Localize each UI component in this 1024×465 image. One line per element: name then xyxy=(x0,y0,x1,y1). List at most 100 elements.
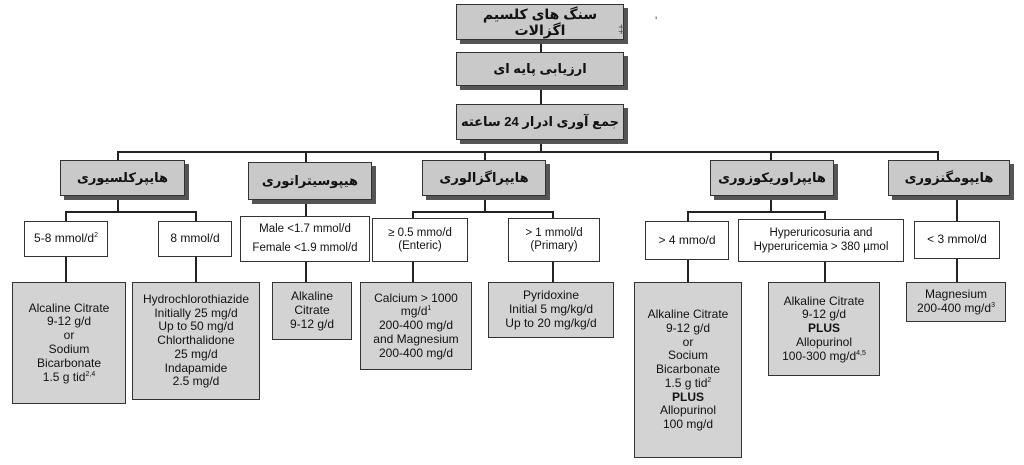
treatment-alkaline-citrate-allopurinol: Alkaline Citrate 9-12 g/d or Socium Bica… xyxy=(634,282,742,458)
treatment-ref: 2,4 xyxy=(85,370,96,378)
condition-citrate-male: Male <1.7 mmol/d xyxy=(259,222,351,235)
treatment-line: Sodium xyxy=(48,342,90,356)
condition-calc-5-8-ref: 2 xyxy=(94,232,98,240)
treatment-ref: 1 xyxy=(427,305,432,313)
treatment-ref: 4,5 xyxy=(856,349,866,357)
connector-calc8 xyxy=(195,211,197,221)
hypocitraturia-label: هیپوسیتراتوری xyxy=(261,172,359,188)
treatment-line-text: 1.5 g tid xyxy=(42,369,86,384)
condition-uric-hyper-line2: Hyperuricemia > 380 µmol xyxy=(753,240,889,253)
connector-uric-hyper-treat xyxy=(824,262,826,282)
treatment-line-text: 1.5 g tid xyxy=(664,375,708,390)
treatment-ref: 2 xyxy=(707,376,712,384)
treatment-line-plus: PLUS xyxy=(671,389,704,404)
connector-hypercalciuria-down xyxy=(117,196,119,212)
treatment-line: Citrate xyxy=(294,303,330,318)
treatment-citrate-plus-allopurinol: Alkaline Citrate 9-12 g/d PLUS Allopurin… xyxy=(768,282,880,376)
condition-calc-5-8: 5-8 mmol/d2 xyxy=(24,221,108,257)
connector-bus-hyperuricosuria xyxy=(770,151,772,160)
treatment-ref: 3 xyxy=(991,302,995,309)
treatment-line: Pyridoxine xyxy=(522,288,580,303)
treatment-line: 1.5 g tid2 xyxy=(664,375,712,391)
treatment-line: 9-12 g/d xyxy=(289,316,335,331)
condition-calc-8-value: 8 mmol/d xyxy=(170,231,220,246)
hypomagnesuria-label: هایپومگنزوری xyxy=(904,169,994,185)
treatment-line: Socium xyxy=(667,348,708,363)
treatment-alkaline-citrate-calc: Alcaline Citrate 9-12 g/d or Sodium Bica… xyxy=(12,282,126,404)
condition-oxal-primary-value: > 1 mmol/d xyxy=(525,226,583,239)
root-label: سنگ های کلسیم اگزالات xyxy=(482,5,598,38)
treatment-line: Alkaline Citrate xyxy=(647,306,729,321)
collection-node: جمع آوری ادرار 24 ساعته xyxy=(456,104,624,140)
treatment-line: Bicarbonate xyxy=(655,362,721,377)
treatment-line: Bicarbonate xyxy=(36,355,102,370)
connector-hypocitraturia-down xyxy=(305,200,307,216)
hypercalciuria-node: هایپرکلسیوری xyxy=(60,160,185,196)
condition-oxal-enteric: ≥ 0.5 mmo/d (Enteric) xyxy=(372,218,468,262)
connector-hypercalciuria-bus xyxy=(65,211,197,213)
treatment-calcium-magnesium: Calcium > 1000 mg/d1 200-400 mg/d and Ma… xyxy=(360,282,472,370)
condition-citrate: Male <1.7 mmol/d Female <1.9 mmol/d xyxy=(240,216,370,262)
treatment-line-text: mg/d xyxy=(400,304,428,319)
treatment-line: Alcaline Citrate xyxy=(28,300,110,315)
treatment-thiazides: Hydrochlorothiazide Initially 25 mg/d Up… xyxy=(132,282,260,400)
connector-bus-hypercalciuria xyxy=(117,151,119,160)
condition-citrate-female: Female <1.9 mmol/d xyxy=(252,242,358,254)
connector-root-eval xyxy=(540,40,542,52)
condition-oxal-enteric-value: ≥ 0.5 mmo/d xyxy=(388,226,452,239)
evaluation-label: ارزیابی پایه ای xyxy=(493,60,587,76)
treatment-line: Hydrochlorothiazide xyxy=(142,291,250,306)
treatment-line: or xyxy=(682,334,694,349)
hypocitraturia-node: هیپوسیتراتوری xyxy=(248,162,372,200)
connector-uric4 xyxy=(687,211,689,221)
treatment-line-text: 100-300 mg/d xyxy=(782,348,857,363)
connector-mag-treat xyxy=(956,259,958,282)
evaluation-node: ارزیابی پایه ای xyxy=(456,52,624,86)
condition-uric-hyper: Hyperuricosuria and Hyperuricemia > 380 … xyxy=(738,219,904,262)
condition-oxal-primary-type: (Primary) xyxy=(530,240,578,252)
treatment-line: Magnesium xyxy=(924,287,988,302)
treatment-line: 1.5 g tid2,4 xyxy=(42,369,96,385)
condition-oxal-primary: > 1 mmol/d (Primary) xyxy=(508,218,600,262)
treatment-line: 9-12 g/d xyxy=(665,320,711,335)
treatment-pyridoxine: Pyridoxine Initial 5 mg/kg/d Up to 20 mg… xyxy=(488,282,614,338)
treatment-alkaline-citrate-cit: Alkaline Citrate 9-12 g/d xyxy=(272,282,352,340)
treatment-line: 100 mg/d xyxy=(662,417,714,432)
hypercalciuria-label: هایپرکلسیوری xyxy=(76,169,169,185)
connector-oxal-primary-treat xyxy=(552,262,554,282)
treatment-line: and Magnesium xyxy=(373,331,459,346)
connector-hyperoxaluria-bus xyxy=(412,211,554,213)
treatment-line: 9-12 g/d xyxy=(46,314,92,329)
hyperoxaluria-node: هایپراگزالوری xyxy=(422,160,546,196)
treatment-line: 100-300 mg/d4,5 xyxy=(782,348,866,364)
treatment-line: 9-12 g/d xyxy=(801,307,847,322)
connector-hyperuricosuria-down xyxy=(770,196,772,212)
connector-calc58-treat xyxy=(65,257,67,282)
treatment-magnesium: Magnesium 200-400 mg/d3 xyxy=(906,282,1006,322)
connector-main-bus xyxy=(117,151,937,153)
treatment-line: Allopurinol xyxy=(795,334,853,349)
condition-uric-4-value: > 4 mmo/d xyxy=(658,232,716,247)
condition-uric-4: > 4 mmo/d xyxy=(645,221,729,260)
connector-hyperoxaluria-down xyxy=(484,196,486,212)
treatment-line: Alkaline xyxy=(290,289,334,304)
hyperuricosuria-node: هایپراوریکوزوری xyxy=(710,160,834,196)
condition-oxal-enteric-type: (Enteric) xyxy=(398,240,442,252)
stray-mark: ' xyxy=(655,14,658,28)
connector-bus-hypomagnesuria xyxy=(937,151,939,160)
connector-bus-hyperoxaluria xyxy=(484,151,486,160)
connector-uric-hyper xyxy=(824,211,826,219)
treatment-line: or xyxy=(63,328,75,343)
connector-eval-collection xyxy=(540,86,542,104)
condition-uric-hyper-line1: Hyperuricosuria and xyxy=(769,227,873,240)
connector-calc58 xyxy=(65,211,67,221)
connector-hyperuricosuria-bus xyxy=(687,211,826,213)
treatment-line-text: 200-400 mg/d xyxy=(917,301,992,315)
treatment-line: 200-400 mg/d xyxy=(378,345,454,360)
treatment-line: Chlorthalidone xyxy=(157,333,235,348)
condition-calc-5-8-value: 5-8 mmol/d xyxy=(34,231,95,246)
connector-bus-hypocitraturia xyxy=(305,151,307,162)
treatment-line: Up to 50 mg/d xyxy=(158,319,234,334)
connector-uric4-treat xyxy=(687,260,689,282)
hypomagnesuria-node: هایپومگنزوری xyxy=(888,160,1010,196)
